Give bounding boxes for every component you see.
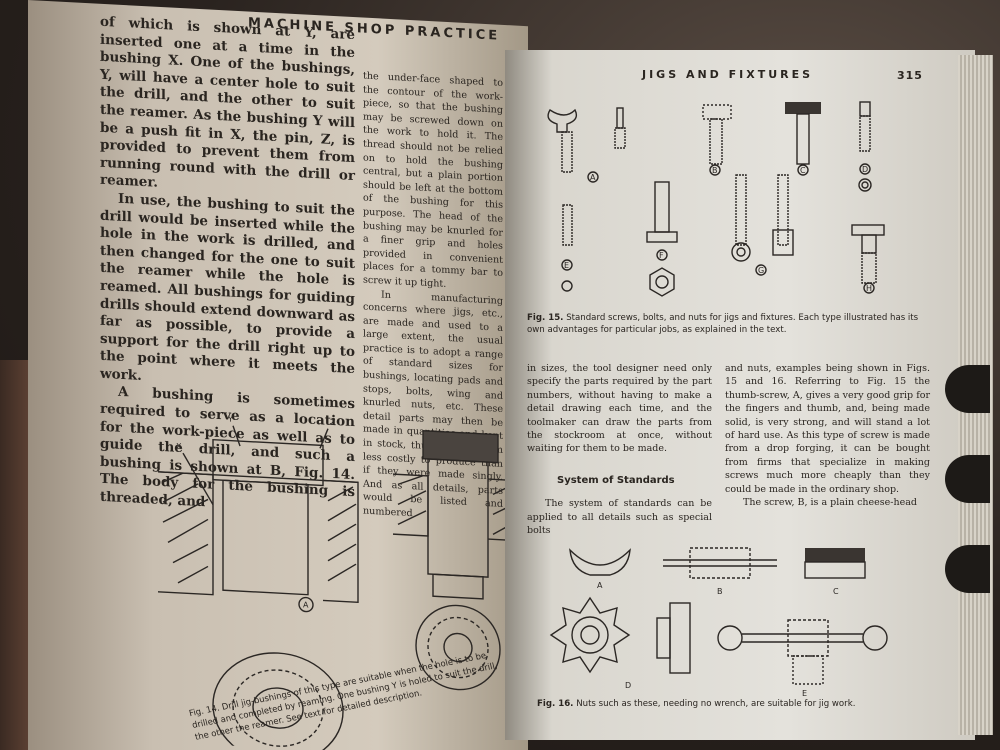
fig16-drawing: A B C D [549,547,888,698]
bushing-a-section: Y Z X A [158,414,359,613]
fig15-drawing: A B C D [547,101,885,297]
fig15-label-b: B [712,166,718,175]
right-col1-para-2: The system of standards can be applied t… [527,498,712,537]
fig16-label-e: E [802,689,807,698]
fig15-caption-text: Standard screws, bolts, and nuts for jig… [527,313,919,335]
fig15-label-f: F [659,251,664,260]
fig15-screw-h: H [851,224,885,294]
fig16-wing-nut-a: A [569,548,631,590]
fig15-screw-b: B [702,104,732,176]
fig16-caption-label: Fig. 16. [537,699,574,709]
fig15-screw-d: D [858,101,872,192]
fig16-label-a: A [597,581,603,590]
right-col2-para-1: and nuts, examples being shown in Figs. … [725,363,930,495]
thumb-index-tab-2 [945,455,990,503]
section-heading: System of Standards [557,474,675,486]
fig15-label-g: G [758,266,764,275]
fig15-label-c: C [800,166,806,175]
left-col1-para-2: In use, the bushing to suit the drill wo… [100,190,355,384]
thumb-index-tab-3 [945,545,990,593]
fig14-label-x: X [176,442,182,451]
fig15-thumb-screw-a: A [547,107,626,183]
fig15-label-h: H [866,284,872,293]
fig16-caption-text: Nuts such as these, needing no wrench, a… [576,699,856,709]
right-running-head: JIGS AND FIXTURES [642,68,814,81]
fig16-handle-nut-e: E [717,619,888,698]
fig16-tommy-nut-b: B [663,547,777,596]
fig15-label-a: A [590,173,596,182]
thumb-index-tab-1 [945,365,990,413]
fig16-side-view [656,602,691,674]
fig16-star-nut-d: D [549,596,631,690]
left-page: MACHINE SHOP PRACTICE of which is shown … [28,0,528,750]
fig14-label-a: A [303,600,309,609]
fig14-label-z: Z [330,418,336,427]
right-column-1: in sizes, the tool designer need only sp… [527,362,712,537]
page-number: 315 [897,69,923,82]
bushing-ring [212,652,344,750]
fig14-drawing: Y Z X A [158,414,524,750]
right-column-2: and nuts, examples being shown in Figs. … [725,362,930,509]
fig15-screw-c: C [785,102,821,176]
left-col1-para-1: of which is shown at Y, are inserted one… [100,13,355,192]
fig16-label-d: D [625,681,631,690]
fig15-caption-label: Fig. 15. [527,313,564,323]
fig16-label-c: C [833,587,839,596]
fig15-label-e: E [564,261,569,270]
fig15-label-d: D [862,165,868,174]
fig16-knurled-nut-c: C [804,548,866,596]
right-page: JIGS AND FIXTURES 315 A B [505,50,975,740]
right-col1-para-1: in sizes, the tool designer need only sp… [527,363,712,455]
left-col2-para-1: the under-face shaped to the contour of … [363,70,503,290]
fig15-bolts-efg: E F G [561,174,794,297]
fig15-caption: Fig. 15. Standard screws, bolts, and nut… [527,312,937,336]
right-col2-para-2: The screw, B, is a plain cheese-head [743,497,917,509]
fig14-label-y: Y [227,414,233,423]
fig16-caption: Fig. 16. Nuts such as these, needing no … [537,698,957,710]
fig16-label-b: B [717,587,723,596]
